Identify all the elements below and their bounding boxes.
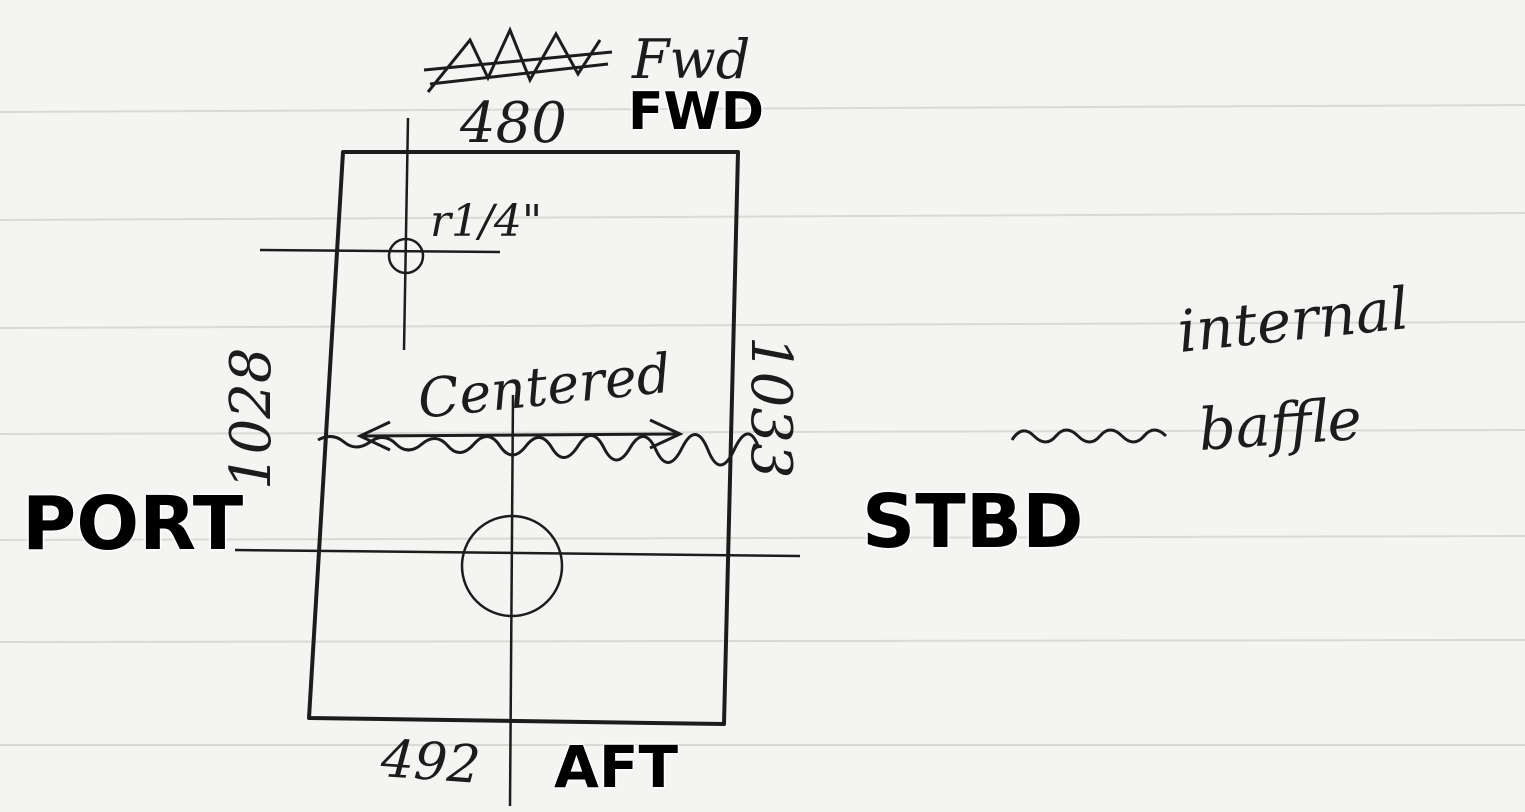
bottom-dimension-text: 492 [378, 729, 482, 796]
crossed-out-scribble [423, 26, 613, 93]
small-hole [259, 117, 501, 351]
aft-label: AFT [553, 733, 679, 801]
center-note-text: Centered [415, 342, 674, 431]
top-note-text: Fwd [631, 28, 750, 91]
small-hole-note-text: r1/4" [430, 196, 542, 247]
right-dimension-text: 1033 [738, 336, 803, 479]
stbd-label: STBD [861, 479, 1085, 565]
side-note-line2-text: baffle [1196, 385, 1364, 464]
centered-arrow [356, 418, 684, 452]
ruled-lines [0, 104, 1525, 746]
side-note-line1-text: internal [1174, 274, 1412, 366]
large-hole [234, 394, 801, 807]
top-dimension-text: 480 [459, 91, 567, 156]
port-label: PORT [21, 481, 244, 567]
side-note-squiggle [1010, 428, 1168, 444]
tank-outline [307, 150, 740, 726]
left-dimension-text: 1028 [219, 347, 284, 490]
baffle-line [317, 432, 760, 467]
fwd-label: FWD [627, 82, 765, 142]
